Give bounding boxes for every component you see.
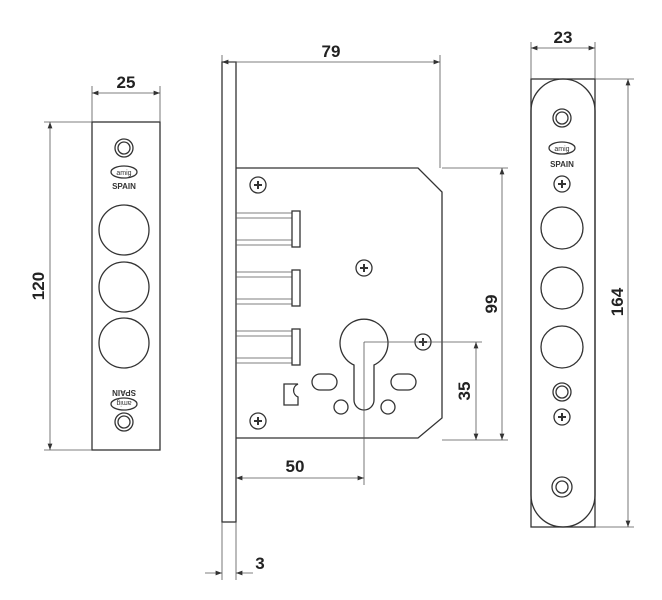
dim-depth: 79 (221, 42, 441, 168)
svg-text:amig: amig (116, 399, 131, 406)
bolt-hole (98, 204, 150, 256)
svg-text:3: 3 (255, 554, 264, 573)
mortise-lock-body (221, 61, 443, 523)
screw-icon (553, 408, 571, 426)
svg-text:25: 25 (117, 73, 136, 92)
left-strike-plate: amig SPAIN SPAIN amig (91, 121, 161, 451)
bolt-hole (98, 261, 150, 313)
dim-faceplate-thickness: 3 (205, 522, 265, 580)
bolt-hole (98, 317, 150, 369)
dim-left-width: 25 (91, 73, 161, 122)
svg-text:35: 35 (455, 382, 474, 401)
screw-icon (249, 176, 267, 194)
dim-cylinder-offset: 35 (364, 341, 482, 440)
cylinder-keyhole (339, 318, 389, 411)
svg-text:164: 164 (608, 287, 627, 316)
screw-icon (249, 412, 267, 430)
dim-case-height: 99 (442, 167, 508, 441)
deadbolts (236, 210, 301, 366)
latch-notch (283, 383, 299, 406)
svg-text:amig: amig (116, 170, 131, 177)
svg-text:amig: amig (554, 146, 569, 153)
brand-logo (548, 141, 576, 155)
svg-text:79: 79 (322, 42, 341, 61)
svg-text:99: 99 (482, 295, 501, 314)
right-faceplate: amig SPAIN (530, 78, 596, 528)
screw-icon (355, 259, 373, 277)
origin-label: SPAIN (112, 182, 136, 191)
svg-text:50: 50 (286, 457, 305, 476)
brand-logo-top: amig (110, 165, 138, 179)
screw-icon (553, 175, 571, 193)
dim-right-width: 23 (530, 28, 596, 79)
dim-backset: 50 (236, 342, 365, 485)
svg-text:23: 23 (554, 28, 573, 47)
dim-left-height: 120 (29, 121, 92, 451)
faceplate (221, 61, 237, 523)
svg-text:120: 120 (29, 272, 48, 300)
lock-case (236, 167, 443, 439)
dim-right-height: 164 (595, 78, 634, 528)
brand-logo-bottom (110, 397, 138, 411)
origin-label-inverted: SPAIN (112, 388, 136, 397)
origin-label: SPAIN (550, 160, 574, 169)
